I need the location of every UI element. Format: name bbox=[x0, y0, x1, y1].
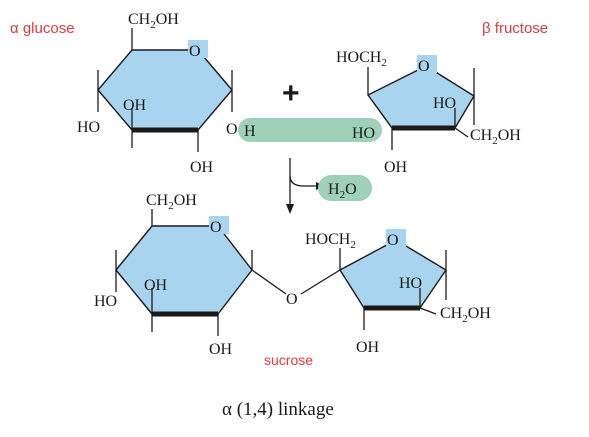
condensation-highlight bbox=[238, 118, 382, 142]
fructose-ring-oxygen: O bbox=[418, 58, 430, 75]
fructose-ho-ring: HO bbox=[433, 95, 456, 112]
sucrose-fructose-ch2oh-label: CH2OH bbox=[440, 305, 491, 325]
sucrose-ch2oh-label: CH2OH bbox=[146, 192, 197, 212]
sucrose-fructose-ring bbox=[339, 239, 447, 309]
sucrose-fructose-ring-oxygen: O bbox=[387, 232, 399, 249]
glucose-oh-c3: OH bbox=[123, 97, 147, 114]
fructose-name: β fructose bbox=[482, 20, 548, 37]
plus-sign: + bbox=[282, 77, 300, 110]
sucrose-glucose-ho-c2: HO bbox=[94, 293, 117, 310]
sucrose-fructose-oh-c3: OH bbox=[356, 339, 380, 356]
glycosidic-oxygen: O bbox=[286, 291, 298, 308]
glucose-o-c1: O bbox=[226, 121, 238, 138]
water-badge bbox=[318, 175, 372, 201]
beta-fructose-molecule: β fructose O HOCH2 HO HO OH CH2OH bbox=[336, 20, 548, 176]
glucose-name: α glucose bbox=[10, 20, 75, 37]
sucrose-glucose-oh-c4: OH bbox=[209, 341, 233, 358]
glucose-ho-c2: HO bbox=[77, 119, 100, 136]
glucose-ch2oh-label: CH2OH bbox=[128, 11, 179, 31]
fructose-ho-c2: HO bbox=[352, 125, 375, 142]
water-label: H2O bbox=[328, 181, 357, 201]
caption: α (1,4) linkage bbox=[222, 399, 334, 420]
glucose-ring-oxygen: O bbox=[189, 43, 201, 60]
sucrose-fructose-ho-ring: HO bbox=[399, 275, 422, 292]
glucose-h: H bbox=[244, 123, 256, 140]
sucrose-molecule: CH2OH O OH HO OH O HOCH2 O HO OH CH2OH bbox=[94, 192, 491, 358]
glucose-oh-c4: OH bbox=[190, 159, 214, 176]
fructose-oh-c3: OH bbox=[384, 159, 408, 176]
fructose-ring bbox=[367, 65, 475, 129]
product-name: sucrose bbox=[264, 352, 313, 368]
sucrose-glucose-ring bbox=[115, 225, 253, 315]
glucose-ring bbox=[97, 49, 233, 131]
sucrose-glucose-oh-c3: OH bbox=[144, 277, 168, 294]
sucrose-hoch2-label: HOCH2 bbox=[305, 231, 356, 251]
alpha-glucose-molecule: α glucose CH2OH O OH HO OH O bbox=[10, 11, 238, 176]
fructose-ch2oh-label: CH2OH bbox=[470, 127, 521, 147]
sucrose-glucose-ring-oxygen: O bbox=[210, 219, 222, 236]
fructose-hoch2-label: HOCH2 bbox=[336, 49, 387, 69]
